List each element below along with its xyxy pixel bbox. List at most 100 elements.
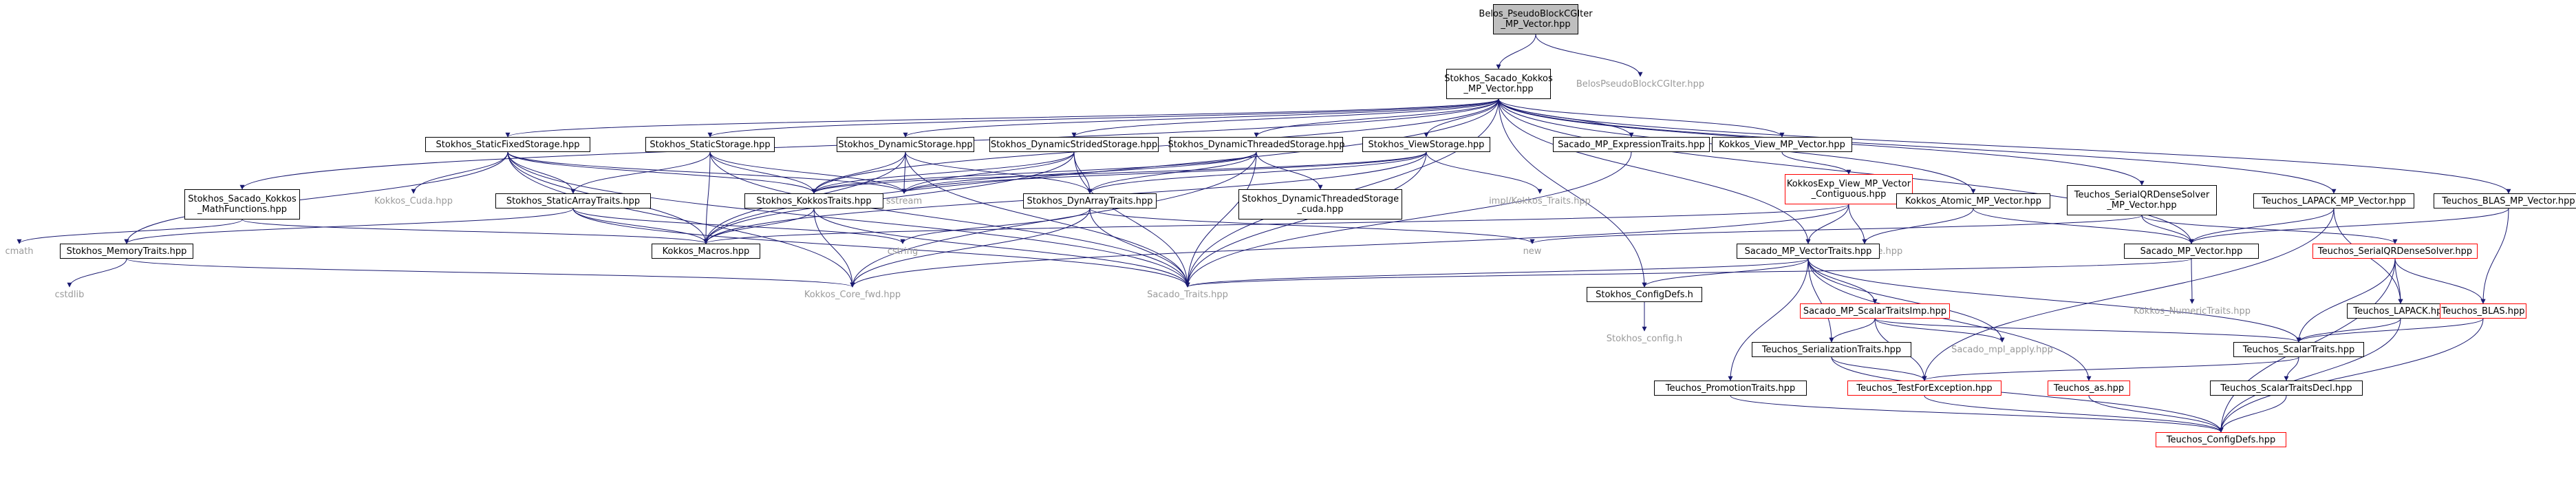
edge-dyn-strided-to-sacado-traits: [1073, 151, 1190, 288]
edge-teuchos-blas-to-scalar-traits: [2296, 318, 2484, 343]
edge-kokkos-mpvec-to-kokkos-view: [1498, 98, 1785, 138]
node-teuchos-as[interactable]: Teuchos_as.hpp: [2048, 381, 2130, 396]
edge-dynamic-storage-to-dyn-array: [905, 151, 1093, 194]
node-dyn-threaded-cuda[interactable]: Stokhos_DynamicThreadedStorage _cuda.hpp: [1238, 189, 1402, 220]
node-kexp-view[interactable]: KokkosExp_View_MP_Vector _Contiguous.hpp: [1785, 174, 1913, 204]
edge-vector-traits-to-serialization: [1807, 258, 1834, 343]
node-sstream[interactable]: sstream: [886, 195, 923, 206]
edge-static-storage-to-sstream: [709, 151, 907, 194]
edge-teuchos-blas-to-teuchos-configdefs: [2218, 318, 2484, 433]
node-dyn-array[interactable]: Stokhos_DynArrayTraits.hpp: [1023, 193, 1157, 208]
node-configdefs[interactable]: Stokhos_ConfigDefs.h: [1587, 287, 1702, 302]
node-expr-traits[interactable]: Sacado_MP_ExpressionTraits.hpp: [1553, 137, 1710, 152]
node-kokkos-cuda[interactable]: Kokkos_Cuda.hpp: [374, 195, 453, 206]
node-teuchos-blas[interactable]: Teuchos_BLAS.hpp: [2440, 303, 2526, 319]
edge-dyn-strided-to-kokkos-macros: [703, 151, 1075, 244]
node-cstdlib[interactable]: cstdlib: [54, 289, 85, 300]
edge-kokkos-atomic-to-sacado-mp-vector: [1973, 208, 2194, 244]
node-cstring[interactable]: cstring: [887, 246, 919, 257]
edge-blas-mp-to-sacado-mp-vector: [2189, 208, 2509, 244]
edge-static-array-to-kokkos-macros: [572, 208, 709, 244]
node-impl-kokkos-traits[interactable]: impl/Kokkos_Traits.hpp: [1489, 195, 1591, 206]
node-scalar-traits[interactable]: Teuchos_ScalarTraits.hpp: [2233, 342, 2364, 357]
edge-scalar-traits-imp-to-scalar-traits: [1874, 318, 2301, 343]
edge-static-storage-to-kokkos-traits: [709, 151, 817, 194]
edge-kexp-view-to-kokkos-core: [1848, 204, 1867, 244]
edge-serial-qr-to-sacado-mp-vector: [2141, 215, 2194, 244]
node-view-storage[interactable]: Stokhos_ViewStorage.hpp: [1362, 137, 1490, 152]
node-kokkos-view[interactable]: Kokkos_View_MP_Vector.hpp: [1712, 137, 1852, 152]
node-numeric-traits[interactable]: Kokkos_NumericTraits.hpp: [2133, 306, 2251, 317]
node-kokkos-traits[interactable]: Stokhos_KokkosTraits.hpp: [744, 193, 883, 208]
node-belos-cg[interactable]: BelosPseudoBlockCGIter.hpp: [1576, 78, 1705, 89]
edge-root-to-kokkos-mpvec: [1496, 34, 1536, 69]
node-teuchos-configdefs[interactable]: Teuchos_ConfigDefs.hpp: [2156, 432, 2286, 447]
edge-kokkos-mpvec-to-static-storage: [707, 98, 1499, 138]
edge-static-storage-to-sacado-traits: [709, 151, 1190, 288]
edge-view-storage-to-impl-kokkos-traits: [1426, 151, 1543, 194]
node-root[interactable]: Belos_PseudoBlockCGIter _MP_Vector.hpp: [1479, 4, 1593, 34]
edge-lapack-mp-to-test-for-exception: [1922, 208, 2334, 381]
node-kokkos-atomic[interactable]: Kokkos_Atomic_MP_Vector.hpp: [1896, 193, 2050, 208]
node-sacado-traits[interactable]: Sacado_Traits.hpp: [1147, 289, 1228, 300]
edge-kokkos-mpvec-to-dyn-strided: [1071, 98, 1499, 138]
edge-static-fixed-to-static-array: [507, 151, 576, 194]
edge-dyn-array-to-sacado-traits: [1089, 208, 1190, 288]
node-static-fixed[interactable]: Stokhos_StaticFixedStorage.hpp: [425, 137, 590, 152]
edge-static-fixed-to-sstream: [507, 151, 907, 194]
edge-kokkos-mpvec-to-blas-mp: [1498, 98, 2511, 194]
node-test-for-exception[interactable]: Teuchos_TestForException.hpp: [1847, 381, 2001, 396]
edge-teuchos-qr-to-teuchos-lapack: [2394, 258, 2403, 304]
node-static-array[interactable]: Stokhos_StaticArrayTraits.hpp: [495, 193, 651, 208]
node-static-storage[interactable]: Stokhos_StaticStorage.hpp: [645, 137, 775, 152]
node-teuchos-qr[interactable]: Teuchos_SerialQRDenseSolver.hpp: [2312, 244, 2478, 259]
edge-kokkos-mpvec-to-dyn-threaded: [1254, 98, 1499, 138]
node-scalar-traits-imp[interactable]: Sacado_MP_ScalarTraitsImp.hpp: [1800, 303, 1950, 319]
node-blas-mp[interactable]: Teuchos_BLAS_MP_Vector.hpp: [2434, 193, 2576, 208]
node-promotion[interactable]: Teuchos_PromotionTraits.hpp: [1654, 381, 1807, 396]
node-scalar-traits-decl[interactable]: Teuchos_ScalarTraitsDecl.hpp: [2210, 381, 2363, 396]
edge-static-storage-to-kokkos-macros: [703, 151, 711, 244]
node-mpl-apply[interactable]: Sacado_mpl_apply.hpp: [1951, 344, 2053, 355]
edge-static-array-to-sacado-traits: [572, 208, 1190, 288]
node-lapack-mp[interactable]: Teuchos_LAPACK_MP_Vector.hpp: [2253, 193, 2414, 208]
edge-static-array-to-cstring: [572, 208, 905, 244]
edge-kexp-view-to-vector-traits: [1805, 204, 1849, 244]
edge-dyn-array-to-new: [1089, 208, 1535, 244]
edge-kokkos-view-to-kexp-view: [1781, 151, 1852, 175]
edge-kokkos-mpvec-to-vector-traits: [1498, 98, 1811, 244]
edge-vector-traits-to-configdefs: [1642, 258, 1809, 288]
node-vector-traits[interactable]: Sacado_MP_VectorTraits.hpp: [1737, 244, 1880, 259]
edge-sacado-mp-vector-to-sacado-traits: [1185, 258, 2192, 288]
edge-static-fixed-to-kokkos-core-fwd: [507, 151, 855, 288]
edge-kexp-view-to-kokkos-macros: [703, 204, 1849, 244]
edge-static-fixed-to-kokkos-cuda: [411, 151, 508, 194]
node-memory-traits[interactable]: Stokhos_MemoryTraits.hpp: [60, 244, 193, 259]
edge-expr-traits-to-sacado-traits: [1185, 151, 1632, 288]
node-teuchos-lapack[interactable]: Teuchos_LAPACK.hpp: [2347, 303, 2454, 319]
node-dyn-strided[interactable]: Stokhos_DynamicStridedStorage.hpp: [989, 137, 1159, 152]
node-serialization[interactable]: Teuchos_SerializationTraits.hpp: [1752, 342, 1911, 357]
node-kokkos-mpvec[interactable]: Stokhos_Sacado_Kokkos _MP_Vector.hpp: [1444, 69, 1553, 99]
node-cmath[interactable]: cmath: [5, 246, 34, 257]
edge-vector-traits-to-scalar-traits: [1807, 258, 2301, 343]
node-sacado-mp-vector[interactable]: Sacado_MP_Vector.hpp: [2124, 244, 2259, 259]
edge-teuchos-qr-to-scalar-traits: [2296, 258, 2396, 343]
node-math-functions[interactable]: Stokhos_Sacado_Kokkos _MathFunctions.hpp: [184, 189, 300, 220]
edge-kokkos-mpvec-to-dynamic-storage: [903, 98, 1499, 138]
edge-dyn-array-to-kokkos-core-fwd: [850, 208, 1091, 288]
edge-dyn-threaded-to-kokkos-traits: [811, 151, 1257, 194]
node-stokhos-config[interactable]: Stokhos_config.h: [1606, 333, 1683, 344]
node-serial-qr[interactable]: Teuchos_SerialQRDenseSolver _MP_Vector.h…: [2067, 185, 2217, 215]
edge-view-storage-to-kokkos-traits: [811, 151, 1427, 194]
edge-dyn-strided-to-kokkos-traits: [811, 151, 1075, 194]
edge-serial-qr-to-teuchos-qr: [2141, 215, 2398, 244]
node-kokkos-core-fwd[interactable]: Kokkos_Core_fwd.hpp: [804, 289, 901, 300]
edge-vector-traits-to-teuchos-as: [1807, 258, 2092, 381]
edge-scalar-traits-to-test-for-exception: [1922, 356, 2299, 381]
node-new[interactable]: new: [1523, 246, 1542, 257]
node-dyn-threaded[interactable]: Stokhos_DynamicThreadedStorage.hpp: [1168, 137, 1345, 152]
node-dynamic-storage[interactable]: Stokhos_DynamicStorage.hpp: [837, 137, 974, 152]
edge-kokkos-mpvec-to-sacado-mp-vector: [1498, 98, 2194, 244]
node-kokkos-macros[interactable]: Kokkos_Macros.hpp: [652, 244, 760, 259]
